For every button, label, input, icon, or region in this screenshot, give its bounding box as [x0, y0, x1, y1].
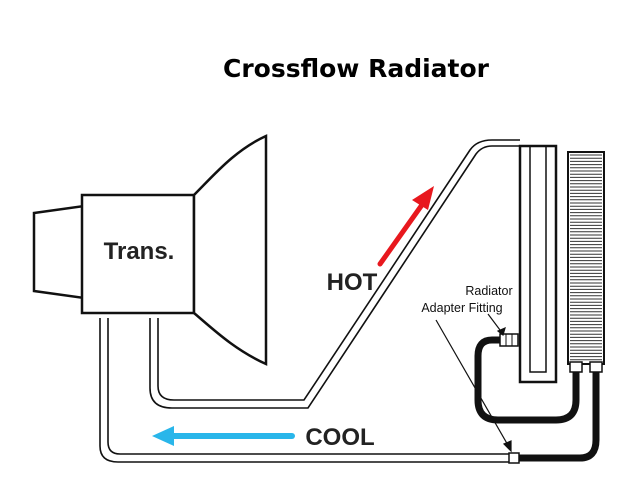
transmission-label: Trans. — [104, 238, 175, 265]
radiator-fitting-left — [569, 361, 583, 373]
line-fitting-bottom — [508, 452, 520, 464]
radiator-core — [567, 151, 605, 365]
hot-label: HOT — [327, 269, 378, 296]
cool-label: COOL — [305, 424, 374, 451]
adapter-fitting-top — [499, 333, 519, 347]
fitting-label-line2: Adapter Fitting — [421, 301, 502, 315]
radiator-tank-inner — [529, 146, 547, 373]
cool-line — [99, 318, 514, 463]
radiator-fitting-right — [589, 361, 603, 373]
radiator-tank — [518, 144, 558, 384]
transmission-tailshaft — [32, 204, 86, 300]
cool-arrow — [152, 426, 295, 446]
hot-line — [149, 139, 520, 409]
radiator-hoses — [474, 336, 600, 462]
transmission-case — [80, 193, 196, 315]
fitting-callout-lines — [435, 313, 512, 453]
diagram-title: Crossflow Radiator — [223, 54, 490, 83]
fitting-label-line1: Radiator — [465, 284, 512, 298]
bell-housing — [192, 134, 268, 366]
hot-arrow — [377, 186, 434, 267]
